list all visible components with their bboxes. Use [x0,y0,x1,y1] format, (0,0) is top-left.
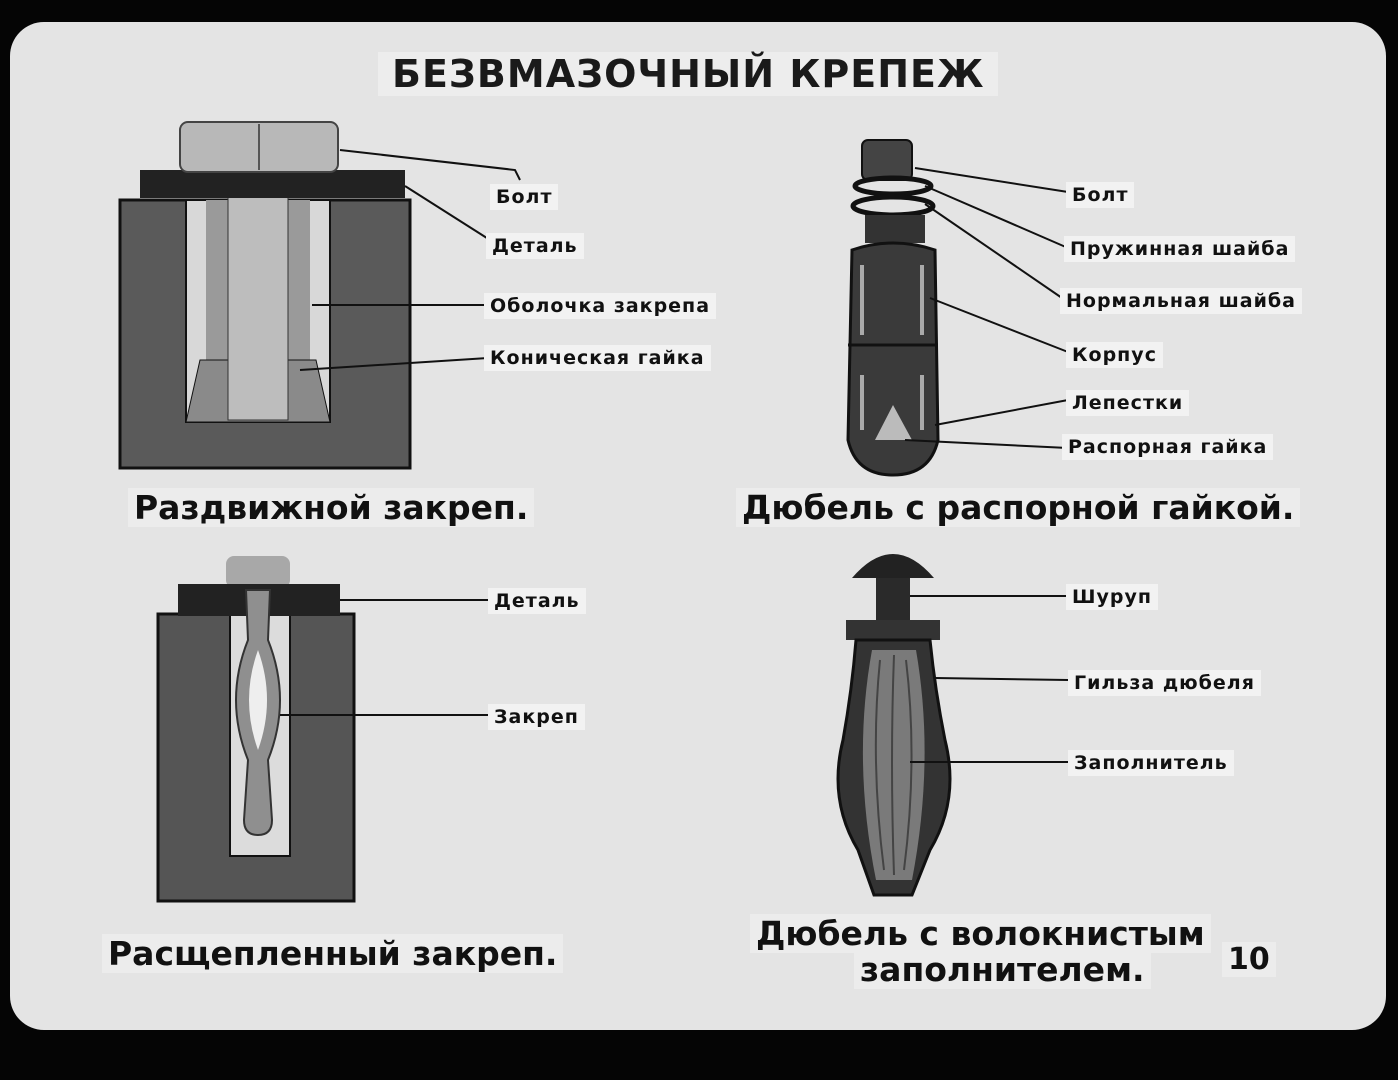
label-anchor: Закреп [488,704,585,730]
label-screw: Шуруп [1066,584,1158,610]
caption-dowel-expanding-nut: Дюбель с распорной гайкой. [736,488,1301,527]
label-part: Деталь [486,233,584,259]
label-anchor-shell: Оболочка закрепа [484,293,717,319]
label-conical-nut: Коническая гайка [484,345,711,371]
label-spring-washer: Пружинная шайба [1064,236,1296,262]
split-anchor-drawing [156,556,356,903]
page-title: БЕЗВМАЗОЧНЫЙ КРЕПЕЖ [378,52,999,96]
label-filler: Заполнитель [1068,750,1234,776]
label-body: Корпус [1066,342,1163,368]
label-dowel-sleeve: Гильза дюбеля [1068,670,1261,696]
fiber-dowel-drawing [836,554,952,897]
label-part-2: Деталь [488,588,586,614]
label-plain-washer: Нормальная шайба [1060,288,1303,314]
leader-lines [280,149,1069,763]
label-bolt-2: Болт [1066,182,1135,208]
page-number: 10 [1222,942,1276,977]
label-expansion-nut: Распорная гайка [1062,434,1274,460]
caption-expanding-anchor: Раздвижной закреп. [128,488,535,527]
label-bolt: Болт [490,184,559,210]
caption-split-anchor: Расщепленный закреп. [102,934,564,973]
caption-fiber-dowel-line1: Дюбель с волокнистым [750,914,1211,953]
expanding-anchor-drawing [118,121,412,470]
label-petals: Лепестки [1066,390,1190,416]
caption-fiber-dowel-line2: заполнителем. [854,950,1151,989]
dowel-expanding-nut-drawing [846,139,940,477]
